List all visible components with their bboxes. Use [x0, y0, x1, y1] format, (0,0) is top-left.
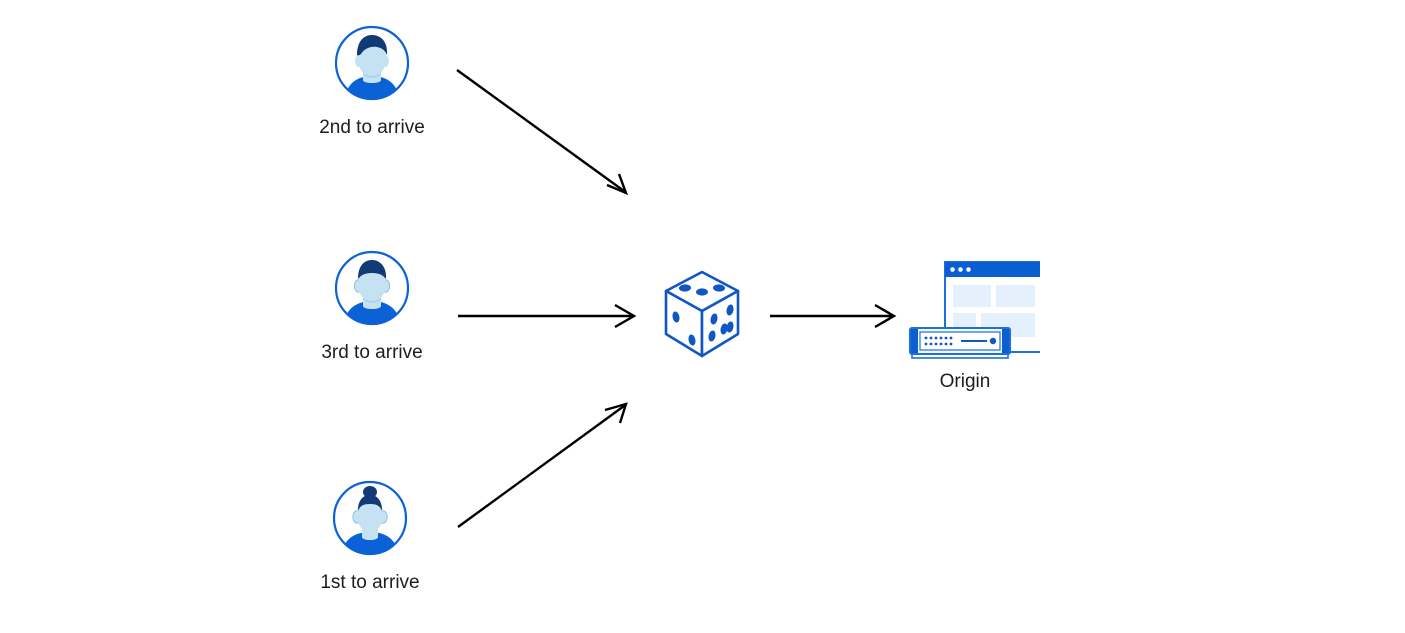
node-visitor-2nd: 2nd to arrive [292, 24, 452, 140]
node-origin: Origin [875, 254, 1055, 394]
user-avatar-short-hair-icon [333, 24, 411, 102]
node-label-origin: Origin [939, 371, 991, 392]
node-label-visitor-1st: 1st to arrive [320, 572, 420, 593]
router-device-icon [909, 327, 1011, 359]
origin-server-icon [890, 254, 1043, 362]
node-label-visitor-2nd: 2nd to arrive [319, 117, 425, 138]
arrow-visitor-bottom-to-dice [457, 402, 628, 528]
arrow-visitor-top-to-dice [456, 69, 629, 196]
user-avatar-short-hair-icon [333, 249, 411, 327]
user-avatar-bun-hair-icon [331, 479, 409, 557]
dice-icon [652, 264, 752, 369]
node-visitor-3rd: 3rd to arrive [292, 249, 452, 365]
node-label-visitor-3rd: 3rd to arrive [321, 342, 423, 363]
node-visitor-1st: 1st to arrive [290, 479, 450, 595]
node-randomizer [652, 264, 752, 364]
arrow-visitor-middle-to-dice [458, 303, 637, 329]
